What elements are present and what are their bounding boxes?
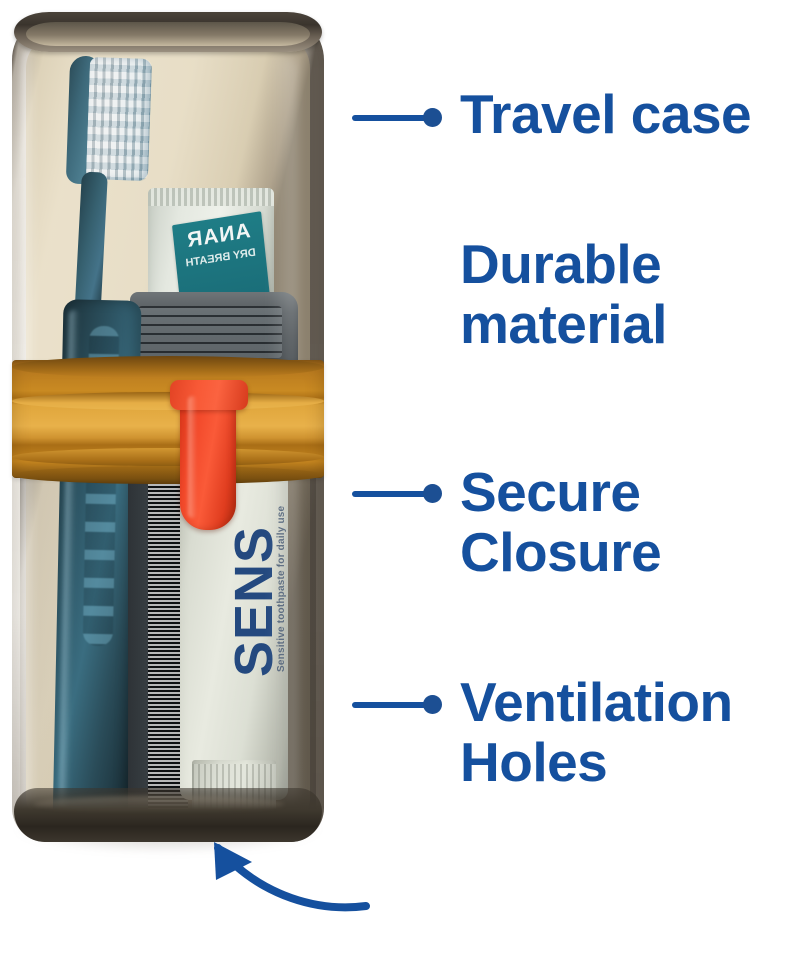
product-illustration: ANAR DRY BREATH SENS Sensitive toothpast… bbox=[0, 0, 345, 870]
clip-highlight bbox=[188, 396, 197, 518]
comb-spine-ribs bbox=[138, 306, 282, 358]
band-top-edge bbox=[12, 356, 324, 378]
clip-cap bbox=[170, 380, 248, 410]
arrow-head bbox=[214, 842, 252, 880]
toothbrush-bristle-rows bbox=[85, 56, 153, 182]
leader-dot-ventilation-holes bbox=[423, 695, 442, 714]
leader-line-travel-case bbox=[352, 115, 430, 121]
case-top-rim-inner bbox=[26, 22, 310, 46]
leader-line-ventilation-holes bbox=[352, 702, 430, 708]
leader-line-secure-closure bbox=[352, 491, 430, 497]
leader-dot-secure-closure bbox=[423, 484, 442, 503]
annotation-label-secure-closure: Secure Closure bbox=[460, 461, 662, 583]
band-lower-edge bbox=[12, 448, 324, 466]
annotation-label-ventilation-holes: Ventilation Holes bbox=[460, 671, 733, 793]
callout-arrow bbox=[170, 826, 380, 936]
callout-arrow-svg bbox=[214, 842, 370, 912]
case-bottom-sheen bbox=[34, 796, 284, 812]
case-bottom-rim bbox=[14, 788, 322, 842]
band-mid-edge bbox=[12, 392, 324, 410]
small-tube-crimp bbox=[148, 188, 274, 206]
leader-dot-travel-case bbox=[423, 108, 442, 127]
band-bottom-edge bbox=[12, 466, 324, 484]
annotation-label-durable-material: Durable material bbox=[460, 233, 667, 355]
annotation-label-travel-case: Travel case bbox=[460, 83, 752, 145]
